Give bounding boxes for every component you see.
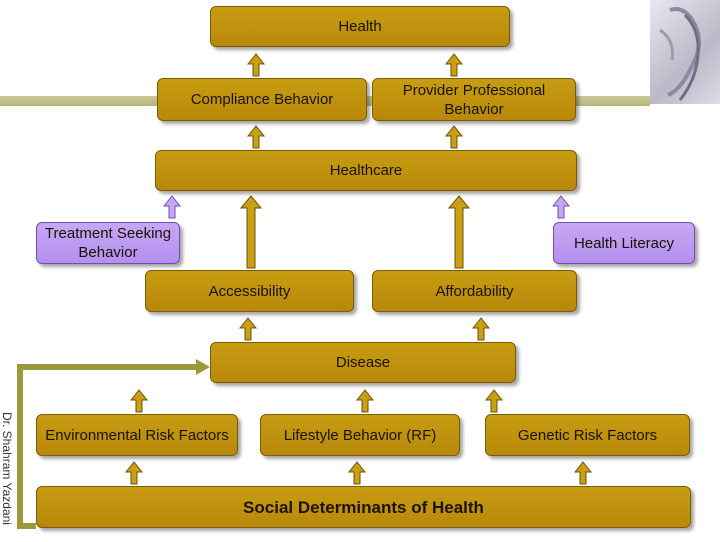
arrow-compliance-to-health: [248, 54, 264, 76]
arrow-lifestyle-to-disease: [357, 390, 373, 412]
arrow-genetic-to-disease: [486, 390, 502, 412]
arrow-healthcare-to-provider: [446, 126, 462, 148]
arrow-disease-to-accessibility: [240, 318, 256, 340]
arrow-disease-to-affordability: [473, 318, 489, 340]
arrow-literacy-to-healthcare: [553, 196, 569, 218]
arrow-environmental-to-disease: [131, 390, 147, 412]
arrow-affordability-to-healthcare: [449, 196, 469, 268]
arrow-social-to-genetic: [575, 462, 591, 484]
author-credit: Dr. Shahram Yazdani: [0, 412, 14, 542]
arrow-social-to-lifestyle: [349, 462, 365, 484]
arrow-accessibility-to-healthcare: [241, 196, 261, 268]
arrow-provider-to-health: [446, 54, 462, 76]
arrow-healthcare-to-compliance: [248, 126, 264, 148]
arrow-treatment-to-healthcare: [164, 196, 180, 218]
arrow-social-to-environmental: [126, 462, 142, 484]
